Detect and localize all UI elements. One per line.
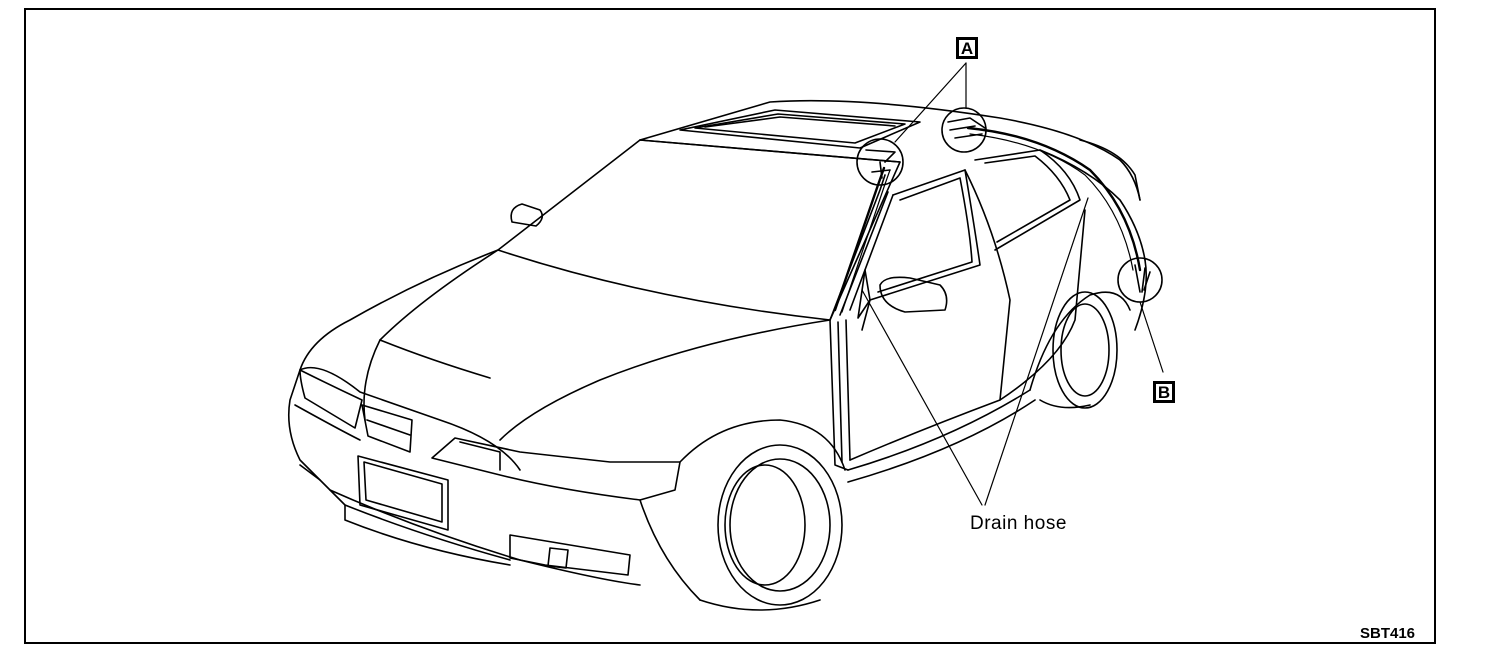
- front-bumper-lower: [344, 504, 631, 576]
- leader-lines: [861, 62, 1164, 506]
- right-headlight: [431, 437, 681, 501]
- figure-code: SBT416: [1360, 625, 1416, 642]
- left-headlight: [299, 369, 363, 429]
- rear-wheel: [1039, 291, 1118, 409]
- drain-hose-label: Drain hose: [970, 513, 1067, 534]
- front-wheel: [699, 444, 843, 611]
- car-hood: [299, 249, 831, 471]
- front-door-edge: [829, 319, 851, 471]
- rear-fender: [1029, 259, 1148, 391]
- rear-door: [974, 149, 1086, 401]
- sunroof: [679, 109, 921, 149]
- front-grille: [361, 404, 413, 453]
- callout-circle-a-rear: [941, 107, 987, 153]
- callout-label-a: A: [956, 37, 978, 59]
- callout-detail-a-rear: [947, 117, 986, 139]
- callout-detail-b: [1134, 264, 1151, 293]
- left-mirror: [510, 203, 544, 227]
- front-fascia: [287, 369, 641, 586]
- front-door: [849, 169, 1011, 461]
- drain-hose-rear: [966, 126, 1142, 272]
- headlight-inner-line: [459, 441, 501, 471]
- right-mirror: [879, 276, 948, 313]
- callout-circle-a-front: [856, 138, 904, 186]
- callout-label-b: B: [1153, 381, 1175, 403]
- c-pillar: [1039, 139, 1146, 261]
- callout-detail-a-front: [865, 149, 896, 179]
- license-plate: [357, 455, 449, 531]
- mirror-base: [857, 269, 871, 319]
- diagram-frame: [24, 8, 1436, 644]
- rocker-panel: [847, 389, 1036, 483]
- front-fender: [639, 419, 846, 601]
